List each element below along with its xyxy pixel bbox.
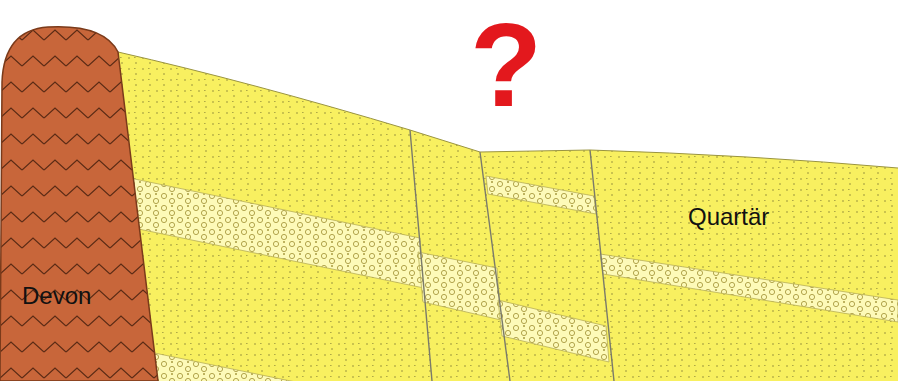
region-label-box: Devon (18, 280, 95, 312)
fault-lines (410, 130, 614, 381)
question-mark: ? (470, 6, 542, 124)
region-label-box: Quartär (684, 201, 773, 233)
stratum-name: Quartär (688, 203, 769, 231)
gravel-layers (120, 176, 898, 381)
stratum-name: Devon (22, 282, 91, 310)
devonian-rock (0, 27, 158, 381)
